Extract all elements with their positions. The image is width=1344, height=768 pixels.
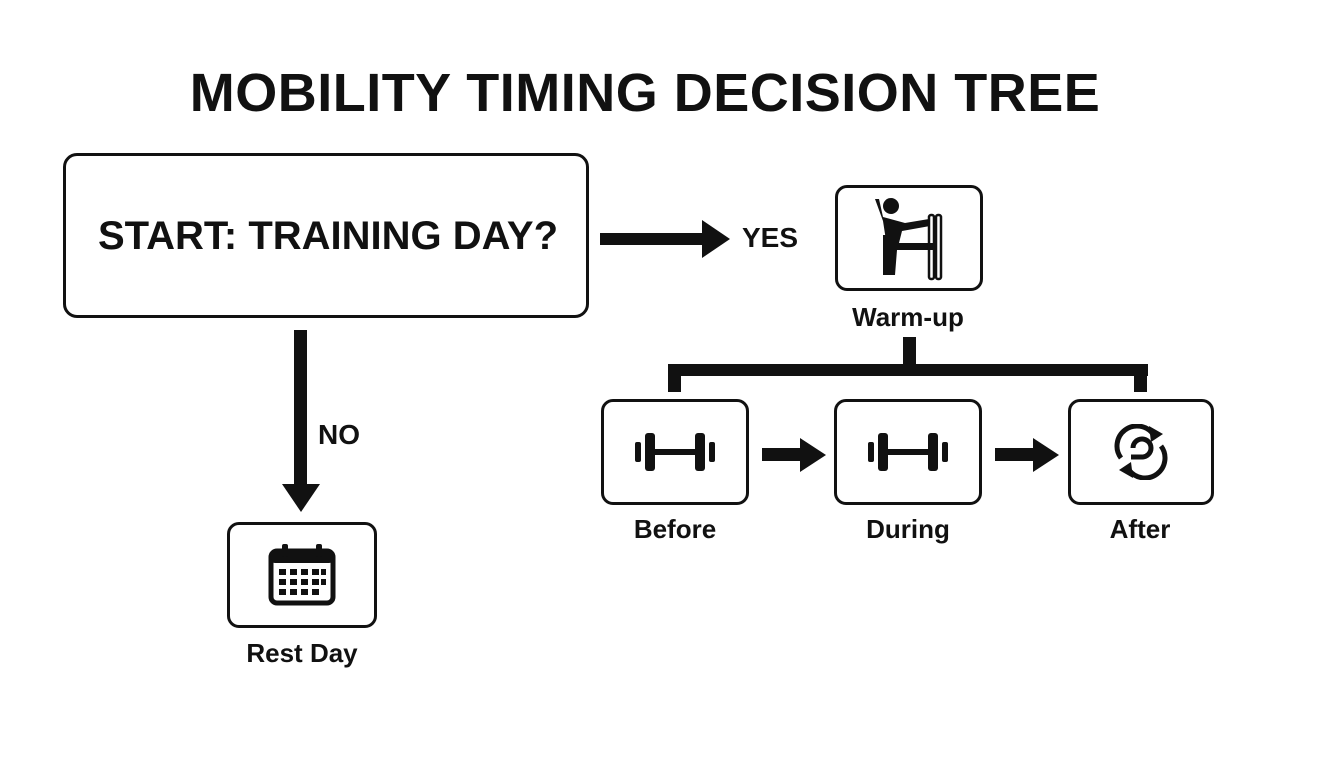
start-node: START: TRAINING DAY? [63,153,589,318]
recovery-cycle-icon [1114,424,1168,480]
no-arrow [282,330,320,512]
yes-label: YES [742,222,799,253]
during-node [834,399,982,505]
diagram-title: MOBILITY TIMING DECISION TREE [189,63,1101,123]
after-node [1068,399,1214,505]
stretching-person-icon [875,198,943,281]
during-to-after-arrow [995,438,1059,472]
after-label: After [1109,514,1171,544]
rest-day-node [227,522,377,628]
warmup-node [835,185,983,291]
during-label: During [866,514,950,544]
before-label: Before [633,514,717,544]
calendar-icon [268,544,336,606]
warmup-bracket [668,337,1148,392]
before-node [601,399,749,505]
rest-day-label: Rest Day [246,638,358,668]
dumbbell-icon [868,433,948,471]
before-to-during-arrow [762,438,826,472]
warmup-label: Warm-up [852,302,964,332]
start-node-label: START: TRAINING DAY? [98,214,558,258]
dumbbell-icon [635,433,715,471]
no-label: NO [318,419,360,450]
yes-arrow [600,220,730,258]
